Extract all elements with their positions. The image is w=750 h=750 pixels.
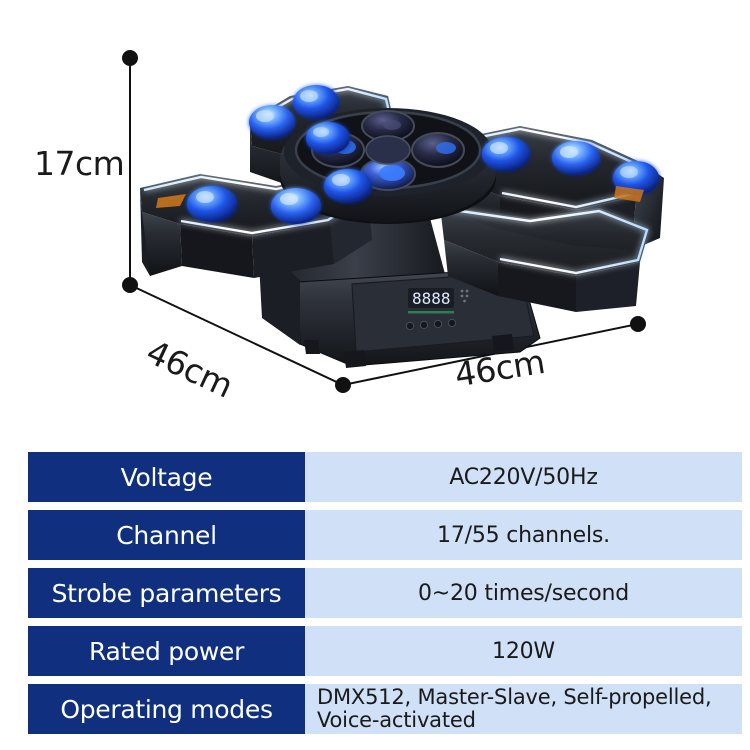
spec-label-voltage: Voltage bbox=[28, 452, 305, 502]
dimension-endpoints bbox=[122, 50, 646, 393]
spec-value-operating-modes: DMX512, Master-Slave, Self-propelled, Vo… bbox=[305, 684, 742, 734]
base-display-area: 8888 bbox=[405, 288, 469, 331]
product-illustration: 8888 bbox=[122, 50, 664, 393]
spec-value-voltage: AC220V/50Hz bbox=[305, 452, 742, 502]
spec-value-rated-power: 120W bbox=[305, 626, 742, 676]
table-row: Operating modes DMX512, Master-Slave, Se… bbox=[28, 684, 742, 734]
dim-dot-top bbox=[122, 50, 138, 66]
dim-dot-bottom bbox=[335, 377, 351, 393]
amber-accents bbox=[156, 186, 644, 208]
dimension-height-label: 17cm bbox=[34, 144, 125, 183]
dim-dot-corner bbox=[122, 277, 138, 293]
table-row: Channel 17/55 channels. bbox=[28, 510, 742, 560]
display-digits: 8888 bbox=[412, 289, 451, 308]
spec-label-strobe-parameters: Strobe parameters bbox=[28, 568, 305, 618]
spec-label-rated-power: Rated power bbox=[28, 626, 305, 676]
dim-dot-right bbox=[630, 316, 646, 332]
table-row: Rated power 120W bbox=[28, 626, 742, 676]
table-row: Strobe parameters 0~20 times/second bbox=[28, 568, 742, 618]
product-image-panel: 8888 bbox=[34, 50, 664, 406]
spec-value-channel: 17/55 channels. bbox=[305, 510, 742, 560]
spec-label-operating-modes: Operating modes bbox=[28, 684, 305, 734]
spec-label-channel: Channel bbox=[28, 510, 305, 560]
table-row: Voltage AC220V/50Hz bbox=[28, 452, 742, 502]
control-buttons[interactable] bbox=[405, 318, 457, 331]
indicator-dots bbox=[460, 289, 469, 303]
spec-value-strobe-parameters: 0~20 times/second bbox=[305, 568, 742, 618]
dome-leds bbox=[156, 85, 659, 224]
specification-table: Voltage AC220V/50Hz Channel 17/55 channe… bbox=[28, 452, 742, 742]
